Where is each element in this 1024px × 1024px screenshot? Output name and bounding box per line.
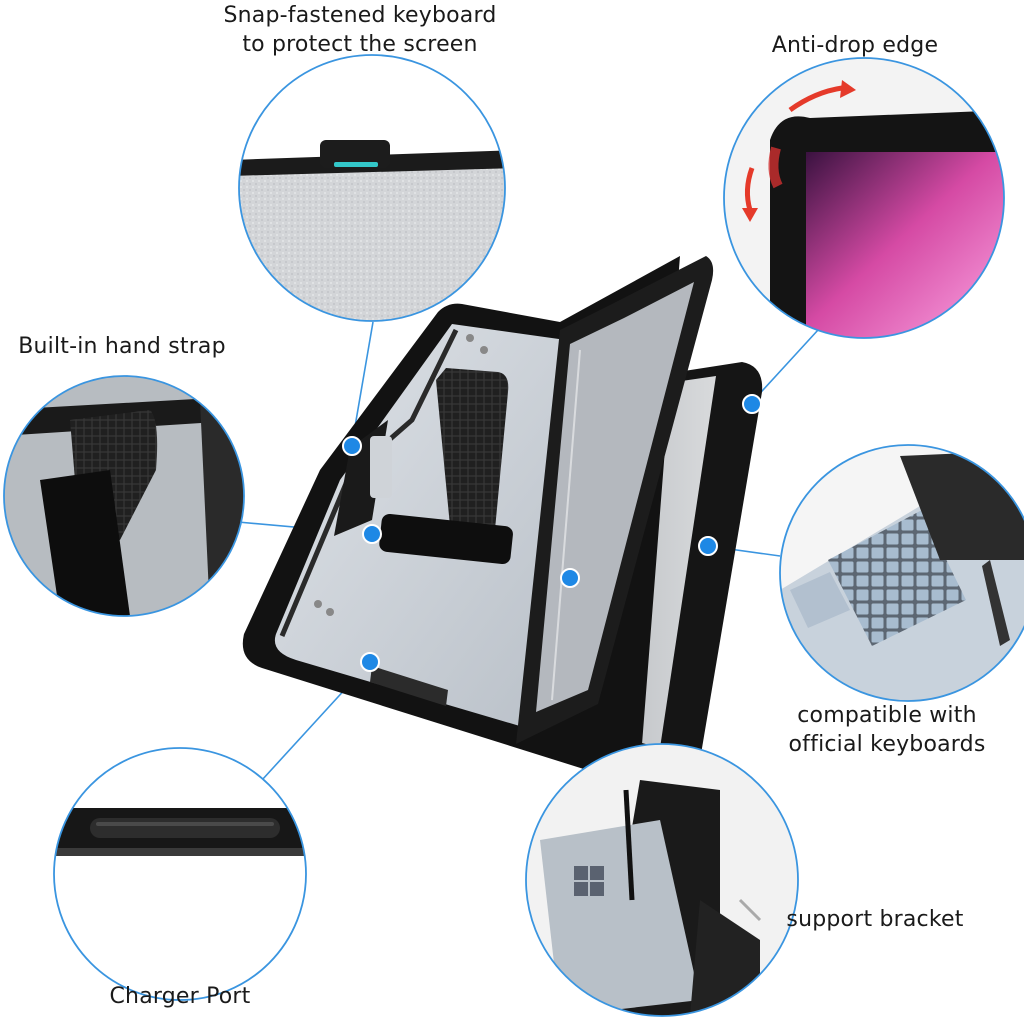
dot-charger [360, 652, 380, 672]
anti-drop-label: Anti-drop edge [771, 33, 939, 58]
compatible-line1: compatible with [797, 703, 977, 728]
detail-circle-charger-port [53, 747, 307, 1001]
tablet-case-product [242, 256, 763, 778]
dot-compatible [698, 536, 718, 556]
dot-anti-drop [742, 394, 762, 414]
hand-strap-label: Built-in hand strap [18, 334, 226, 359]
detail-circle-anti-drop [723, 57, 1005, 339]
dot-keyboard [342, 436, 362, 456]
compatible-line2: official keyboards [788, 732, 986, 757]
keyboard-callout-line2: to protect the screen [242, 32, 478, 57]
detail-circle-keyboard-clip [238, 54, 506, 322]
detail-circle-compatible-keyboard [779, 444, 1024, 702]
dot-hand-strap [362, 524, 382, 544]
charger-port-label: Charger Port [109, 984, 251, 1009]
keyboard-callout-label: Snap-fastened keyboard to protect the sc… [190, 1, 530, 59]
dot-bracket [560, 568, 580, 588]
compatible-label: compatible with official keyboards [770, 701, 1004, 759]
rotation-arrow-icon [744, 85, 843, 211]
detail-circle-support-bracket [525, 743, 799, 1017]
callout-dots [342, 394, 762, 672]
keyboard-callout-line1: Snap-fastened keyboard [223, 3, 497, 28]
detail-circle-hand-strap [3, 375, 245, 617]
support-bracket-label: support bracket [786, 907, 964, 932]
